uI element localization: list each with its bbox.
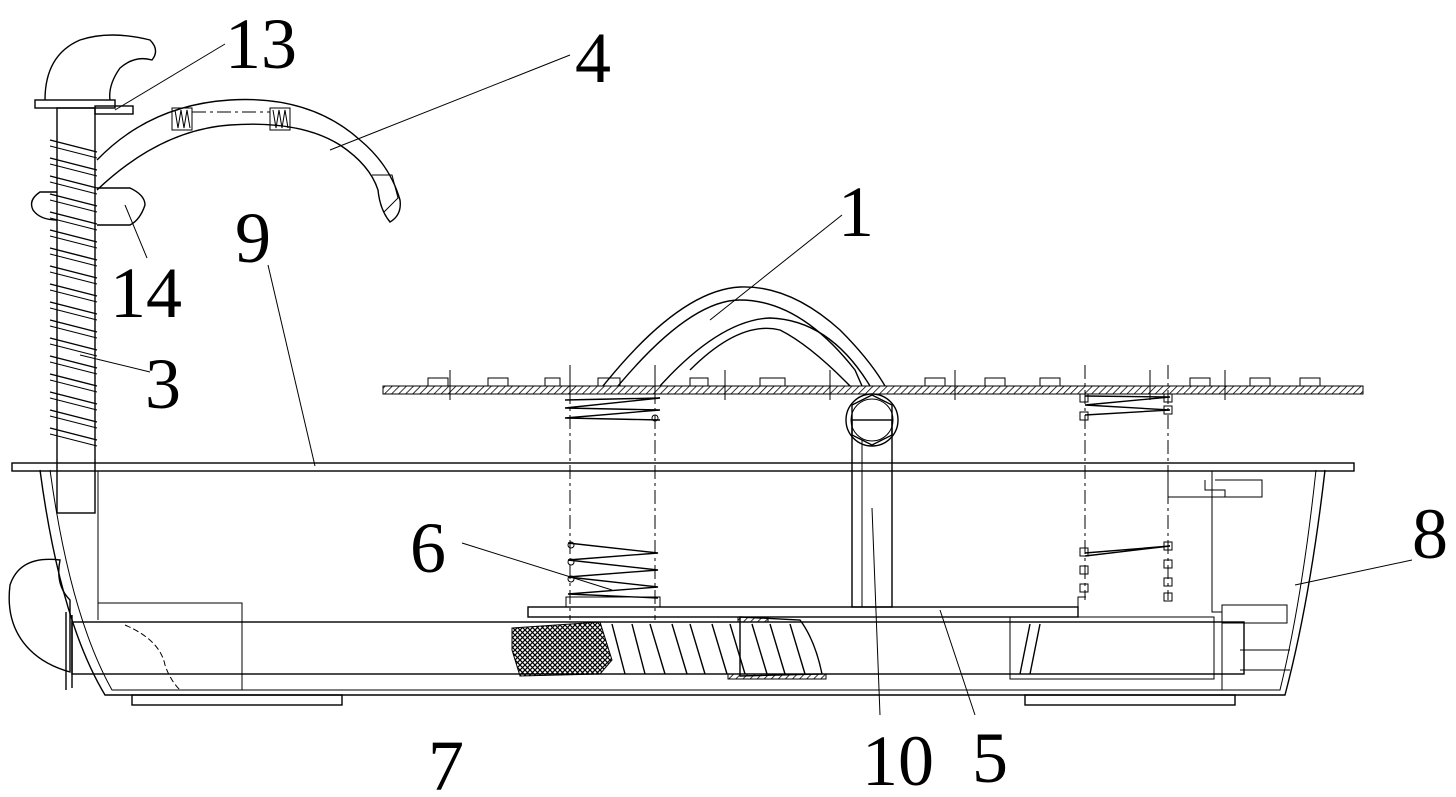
callout-5: 5: [972, 718, 1008, 797]
callout-14: 14: [110, 253, 182, 333]
callout-3: 3: [145, 344, 181, 424]
callout-13: 13: [225, 4, 297, 84]
callout-7: 7: [428, 726, 464, 797]
callout-8: 8: [1412, 494, 1448, 574]
post-threads: [49, 139, 98, 447]
spring-right: [1079, 365, 1173, 602]
leader-lines: [79, 43, 1413, 716]
callout-labels: 13 4 1 9 14 3 6 8 7 10 5: [110, 4, 1448, 797]
callout-6: 6: [410, 508, 446, 588]
spring-left: [564, 365, 661, 620]
screw-flights: [611, 623, 1041, 675]
tub-body: [39, 469, 1326, 706]
inner-frame: [97, 471, 1290, 690]
curved-arm: [96, 98, 401, 223]
callout-4: 4: [575, 18, 611, 98]
screw-tube: [8, 558, 1245, 691]
callout-9: 9: [235, 198, 271, 278]
top-plate: [11, 462, 1355, 472]
bottom-plate: [527, 596, 1086, 618]
threaded-post: [30, 34, 157, 514]
callout-1: 1: [838, 172, 874, 252]
center-pipe: [845, 393, 899, 608]
arch-massager: [602, 286, 886, 387]
callout-10: 10: [862, 721, 934, 797]
